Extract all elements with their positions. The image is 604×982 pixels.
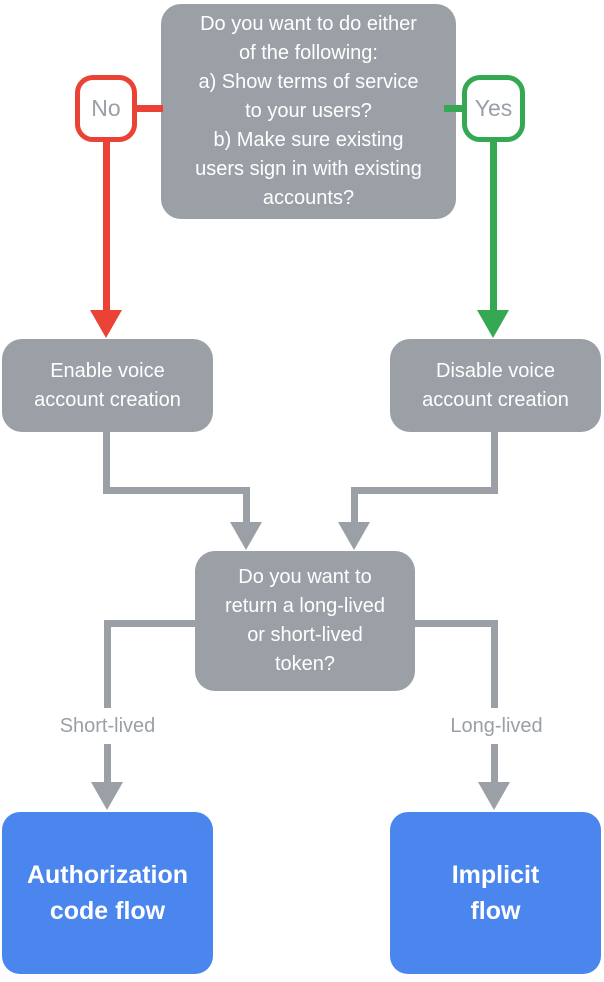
arrow-down-icon xyxy=(477,310,509,338)
connector-line-short-vertical xyxy=(104,620,111,782)
connector-line xyxy=(351,487,498,494)
enable-voice-box: Enable voice account creation xyxy=(2,339,213,432)
connector-line-yes-vertical xyxy=(490,141,497,311)
arrow-down-icon xyxy=(338,522,370,550)
connector-line-long-horizontal xyxy=(407,620,498,627)
long-lived-label: Long-lived xyxy=(410,708,583,744)
arrow-down-icon xyxy=(230,522,262,550)
authorization-code-flow-box: Authorization code flow xyxy=(2,812,213,974)
question-box-token: Do you want to return a long-lived or sh… xyxy=(195,551,415,691)
connector-line xyxy=(103,432,110,494)
no-badge: No xyxy=(75,75,137,142)
connector-line-no-vertical xyxy=(103,141,110,311)
arrow-down-icon xyxy=(91,782,123,810)
short-lived-label: Short-lived xyxy=(23,708,192,744)
connector-line xyxy=(243,487,250,524)
yes-badge: Yes xyxy=(462,75,525,142)
question-box-top: Do you want to do either of the followin… xyxy=(161,4,456,219)
connector-line-long-vertical xyxy=(491,620,498,782)
connector-line-no-horizontal xyxy=(137,105,163,112)
arrow-down-icon xyxy=(90,310,122,338)
connector-line xyxy=(103,487,250,494)
connector-line-yes-horizontal xyxy=(444,105,462,112)
connector-line xyxy=(351,487,358,524)
disable-voice-box: Disable voice account creation xyxy=(390,339,601,432)
connector-line xyxy=(491,432,498,494)
implicit-flow-box: Implicit flow xyxy=(390,812,601,974)
connector-line-short-horizontal xyxy=(104,620,195,627)
arrow-down-icon xyxy=(478,782,510,810)
